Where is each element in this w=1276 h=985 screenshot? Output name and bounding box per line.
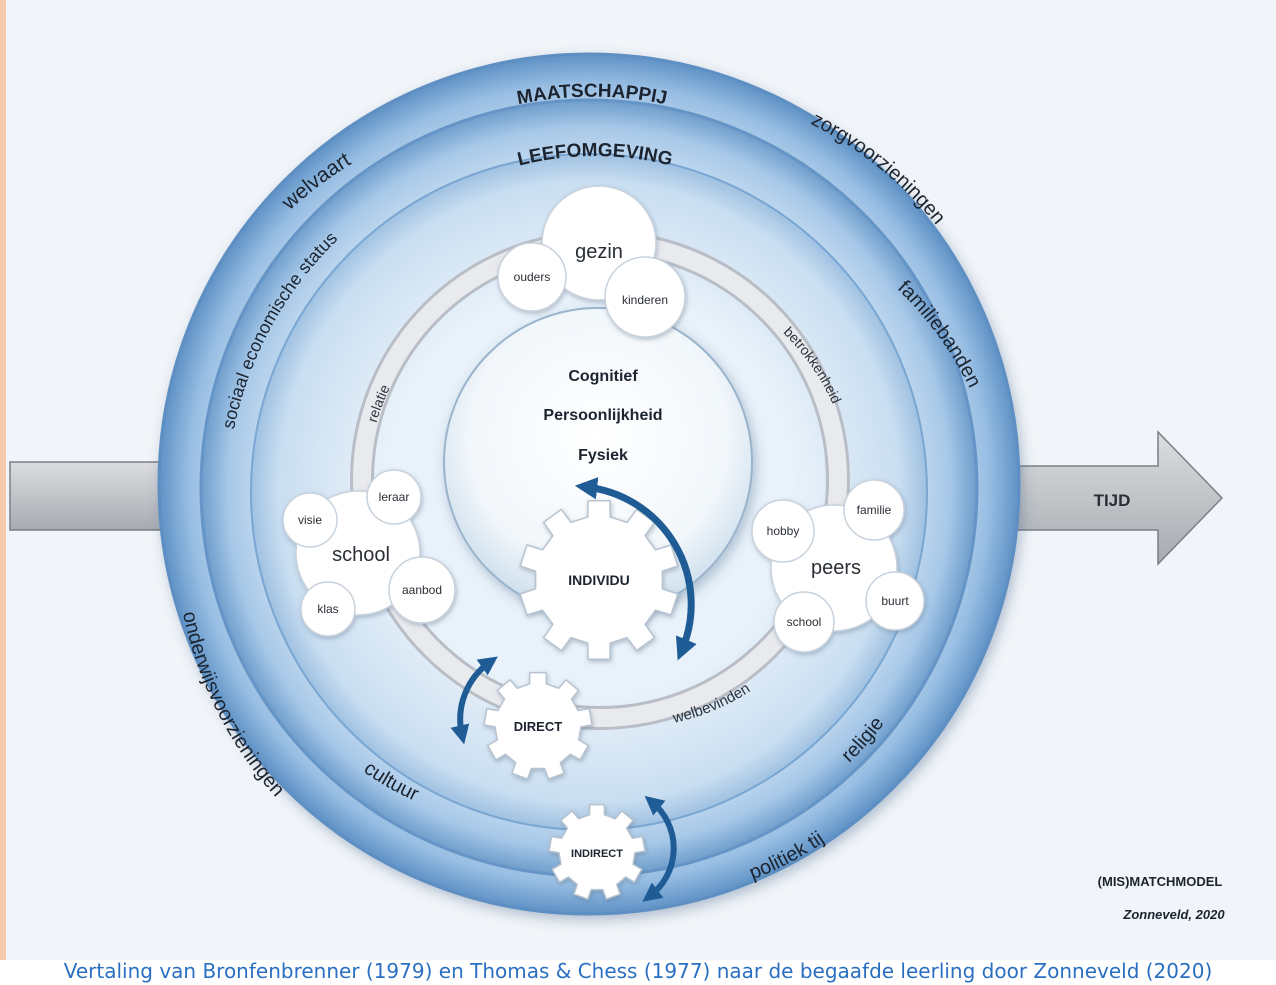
gearDirect-shape xyxy=(483,671,593,780)
hobby-bubble xyxy=(751,499,815,563)
gearIndirect-shape xyxy=(548,803,646,901)
ouders-label: ouders xyxy=(514,270,551,284)
gear-direct-label: DIRECT xyxy=(514,719,562,734)
buurt-label: buurt xyxy=(881,594,909,608)
school-label: school xyxy=(332,544,390,566)
model-credit: Zonneveld, 2020 xyxy=(1122,907,1225,922)
gear-indirect-icon xyxy=(548,803,646,901)
trait-fysiek: Fysiek xyxy=(578,447,628,464)
model-name: (MIS)MATCHMODEL xyxy=(1098,874,1223,889)
familie-label: familie xyxy=(857,503,892,517)
peers-school-bubble xyxy=(773,591,835,653)
klas-label: klas xyxy=(317,602,338,616)
aanbod-bubble xyxy=(388,556,456,624)
gear-direct-icon xyxy=(483,671,593,780)
peers-school-label: school xyxy=(787,615,822,629)
cluster-gezin xyxy=(497,185,686,338)
hobby-label: hobby xyxy=(767,524,800,538)
klas-bubble xyxy=(300,581,356,637)
trait-cognitief: Cognitief xyxy=(568,368,638,385)
aanbod-label: aanbod xyxy=(402,583,442,597)
buurt-bubble xyxy=(865,571,925,631)
indirect-rotation-arrow xyxy=(642,795,677,902)
kinderen-bubble xyxy=(604,256,686,338)
leraar-bubble xyxy=(366,469,422,525)
misMatchModel-diagram: TIJD MAATSCHAPPIJ LEEFOMGEVING welvaart … xyxy=(6,0,1276,960)
gezin-label: gezin xyxy=(575,241,623,263)
visie-label: visie xyxy=(298,513,322,527)
ouders-bubble xyxy=(497,242,567,312)
gear-individu-label: INDIVIDU xyxy=(568,572,629,588)
familie-bubble xyxy=(843,479,905,541)
time-arrow-label: TIJD xyxy=(1094,491,1131,510)
individu-rotation-arrow xyxy=(574,477,697,661)
cluster-peers xyxy=(751,479,925,653)
gear-indirect-label: INDIRECT xyxy=(571,848,623,860)
cluster-school xyxy=(282,469,456,637)
leraar-label: leraar xyxy=(379,490,410,504)
peers-label: peers xyxy=(811,557,861,579)
direct-rotation-arrow xyxy=(450,656,498,745)
visie-bubble xyxy=(282,492,338,548)
left-accent-strip xyxy=(0,0,6,960)
figure-caption[interactable]: Vertaling van Bronfenbrenner (1979) en T… xyxy=(63,959,1213,983)
kinderen-label: kinderen xyxy=(622,293,668,307)
trait-persoonlijkheid: Persoonlijkheid xyxy=(543,407,662,424)
